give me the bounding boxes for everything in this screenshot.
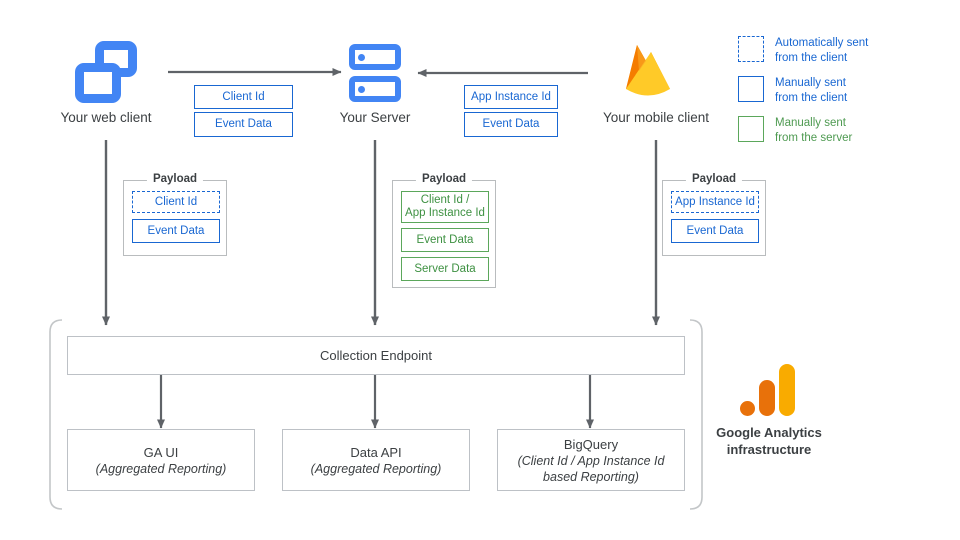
ga-infrastructure-bracket-right xyxy=(689,319,703,510)
legend-line2-manual-client: from the client xyxy=(775,91,848,104)
solid-blue-box-icon xyxy=(738,76,764,102)
ga-infrastructure-label: Google Analytics infrastructure xyxy=(690,424,848,458)
payload-chip-client-id-app-instance-id: Client Id / App Instance Id xyxy=(401,191,489,223)
payload-chip-server-data: Server Data xyxy=(401,257,489,281)
collection-endpoint-label: Collection Endpoint xyxy=(319,348,433,363)
output-title-bigquery: BigQuery xyxy=(563,436,619,452)
legend-line1-manual-server: Manually sent xyxy=(775,117,846,129)
output-subtitle-bigquery: (Client Id / App Instance Id based Repor… xyxy=(517,453,665,484)
legend-text-automatic-client: Automatically sent from the client xyxy=(775,36,868,65)
collection-endpoint-box: Collection Endpoint xyxy=(67,336,685,375)
payload-web-client: Payload Client Id Event Data xyxy=(123,173,227,256)
server-rack-icon xyxy=(349,44,401,104)
legend-item-manual-client: Manually sent from the client xyxy=(738,76,847,105)
output-box-data-api: Data API (Aggregated Reporting) xyxy=(282,429,470,491)
payload-chip-app-instance-id: App Instance Id xyxy=(671,191,759,213)
legend-item-manual-server: Manually sent from the server xyxy=(738,116,852,145)
payload-server: Payload Client Id / App Instance Id Even… xyxy=(392,173,496,288)
legend-line1-automatic: Automatically sent xyxy=(775,37,869,49)
transit-chip-app-instance-id: App Instance Id xyxy=(464,85,558,109)
web-client-label: Your web client xyxy=(60,110,152,125)
payload-mobile-client: Payload App Instance Id Event Data xyxy=(662,173,766,256)
payload-title-mobile: Payload xyxy=(685,173,743,185)
output-title-ga-ui: GA UI xyxy=(143,444,179,460)
output-box-ga-ui: GA UI (Aggregated Reporting) xyxy=(67,429,255,491)
output-subtitle-ga-ui: (Aggregated Reporting) xyxy=(95,461,227,476)
payload-chip-event-data-mobile: Event Data xyxy=(671,219,759,243)
transit-chip-event-data: Event Data xyxy=(194,112,293,137)
payload-title-server: Payload xyxy=(415,173,473,185)
ga-infrastructure-label-line1: Google Analytics xyxy=(716,425,822,440)
output-subtitle-data-api: (Aggregated Reporting) xyxy=(310,461,442,476)
legend-item-automatic-client: Automatically sent from the client xyxy=(738,36,868,65)
payload-chip-client-id: Client Id xyxy=(132,191,220,213)
legend-line2-automatic: from the client xyxy=(775,51,848,64)
browser-windows-icon xyxy=(75,41,137,103)
payload-chip-event-data-server: Event Data xyxy=(401,228,489,252)
ga-infrastructure-label-line2: infrastructure xyxy=(726,442,812,457)
transit-chip-client-id: Client Id xyxy=(194,85,293,109)
google-analytics-bars-icon xyxy=(740,362,796,418)
payload-title-web: Payload xyxy=(146,173,204,185)
solid-green-box-icon xyxy=(738,116,764,142)
payload-chip-event-data: Event Data xyxy=(132,219,220,243)
output-box-bigquery: BigQuery (Client Id / App Instance Id ba… xyxy=(497,429,685,491)
output-title-data-api: Data API xyxy=(350,444,402,460)
dashed-blue-box-icon xyxy=(738,36,764,62)
legend-text-manual-server: Manually sent from the server xyxy=(775,116,852,145)
transit-chip-event-data-mobile: Event Data xyxy=(464,112,558,137)
mobile-client-label: Your mobile client xyxy=(602,110,710,125)
server-label: Your Server xyxy=(339,110,411,125)
firebase-flame-icon xyxy=(619,40,677,104)
legend-line2-manual-server: from the server xyxy=(775,131,853,144)
legend-line1-manual-client: Manually sent xyxy=(775,77,846,89)
legend-text-manual-client: Manually sent from the client xyxy=(775,76,847,105)
ga-infrastructure-bracket-left xyxy=(49,319,63,510)
